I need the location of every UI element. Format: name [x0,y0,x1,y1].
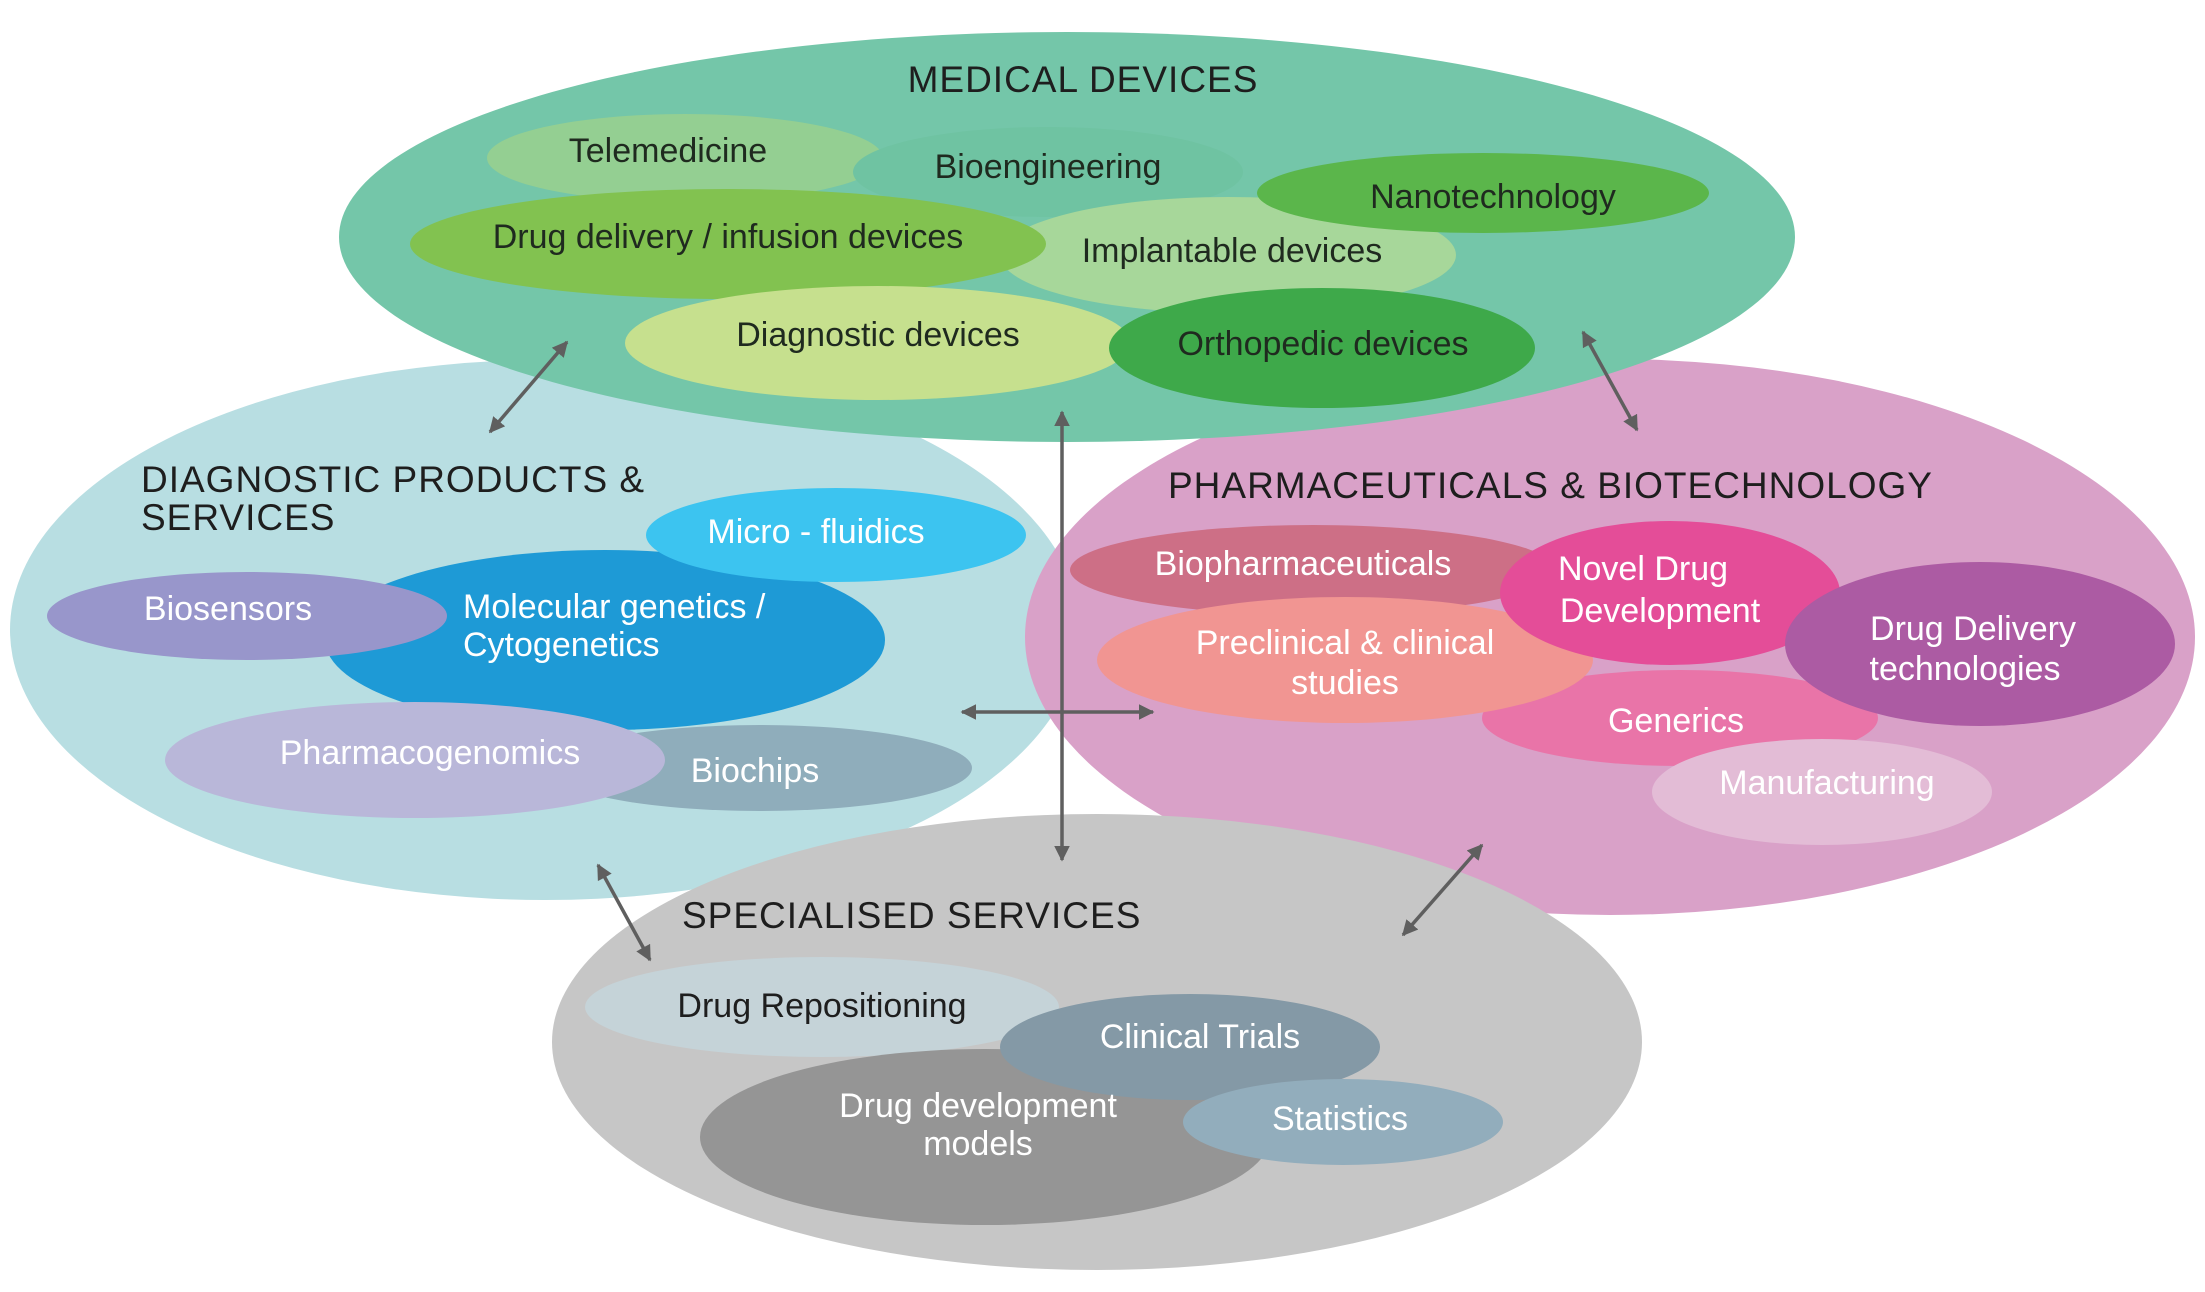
pharmacogenomics-bubble [165,702,665,818]
diagnostic-products-title-line1: DIAGNOSTIC PRODUCTS & [141,459,645,500]
preclinical-clinical-bubble [1097,597,1593,723]
micro-fluidics-label: Micro - fluidics [707,513,924,551]
biopharmaceuticals-bubble [1070,525,1556,615]
telemedicine-bubble [487,114,883,202]
telemedicine-label: Telemedicine [569,132,767,170]
medical-devices-group: MEDICAL DEVICES Telemedicine Bioengineer… [410,59,1709,408]
biochips-label: Biochips [691,752,820,790]
orthopedic-devices-label: Orthopedic devices [1177,325,1468,363]
drug-delivery-infusion-label: Drug delivery / infusion devices [493,218,964,256]
arrow-medical-pharma [1581,330,1639,432]
molecular-genetics-label-line2: Cytogenetics [463,626,660,664]
micro-fluidics-bubble [646,488,1026,582]
bioengineering-label: Bioengineering [935,148,1162,186]
pharmacogenomics-label: Pharmacogenomics [280,734,580,772]
drug-repositioning-bubble [585,957,1059,1057]
preclinical-clinical-label-line2: studies [1291,664,1399,702]
molecular-genetics-label-line1: Molecular genetics / [463,588,766,626]
orthopedic-devices-bubble [1109,288,1535,408]
drug-delivery-technologies-bubble [1785,562,2175,726]
manufacturing-bubble [1652,739,1992,845]
drug-delivery-technologies-label-line1: Drug Delivery [1870,610,2076,648]
arrow-pharma-specialised [1401,843,1484,937]
pharmaceuticals-biotech-group: PHARMACEUTICALS & BIOTECHNOLOGY Biopharm… [1070,465,2175,845]
drug-development-models-label-line1: Drug development [839,1087,1117,1125]
manufacturing-label: Manufacturing [1719,764,1934,802]
molecular-genetics-bubble [325,550,885,730]
novel-drug-development-label-line2: Development [1560,592,1761,630]
biosensors-label: Biosensors [144,590,312,628]
statistics-bubble [1183,1079,1503,1165]
drug-repositioning-label: Drug Repositioning [677,987,966,1025]
biosensors-bubble [47,572,447,660]
preclinical-clinical-label-line1: Preclinical & clinical [1196,624,1495,662]
arrow-medical-diagnostic [488,340,569,434]
clinical-trials-label: Clinical Trials [1100,1018,1300,1056]
pharmaceuticals-biotech-title: PHARMACEUTICALS & BIOTECHNOLOGY [1168,465,1933,506]
medical-devices-title: MEDICAL DEVICES [908,59,1259,100]
specialised-services-title: SPECIALISED SERVICES [682,895,1141,936]
generics-label: Generics [1608,702,1744,740]
diagnostic-devices-label: Diagnostic devices [736,316,1019,354]
arrow-diagnostic-specialised [596,863,652,962]
statistics-label: Statistics [1272,1100,1408,1138]
drug-delivery-technologies-label-line2: technologies [1870,650,2061,688]
biopharmaceuticals-label: Biopharmaceuticals [1155,545,1452,583]
novel-drug-development-label-line1: Novel Drug [1558,550,1728,588]
implantable-devices-label: Implantable devices [1082,232,1383,270]
bioengineering-bubble [853,127,1243,217]
implantable-devices-bubble [1000,197,1456,313]
drug-delivery-infusion-bubble [410,189,1046,299]
novel-drug-development-bubble [1500,521,1840,665]
nanotechnology-bubble [1257,153,1709,233]
diagnostic-products-group: DIAGNOSTIC PRODUCTS & SERVICES Micro - f… [47,459,1026,818]
specialised-services-group: SPECIALISED SERVICES Drug Repositioning … [585,895,1503,1225]
nanotechnology-label: Nanotechnology [1370,178,1616,216]
clinical-trials-bubble [1000,994,1380,1100]
diagnostic-products-title-line2: SERVICES [141,497,335,538]
diagnostic-devices-bubble [625,286,1131,400]
connector-arrows [488,330,1639,962]
drug-development-models-label-line2: models [923,1125,1033,1163]
